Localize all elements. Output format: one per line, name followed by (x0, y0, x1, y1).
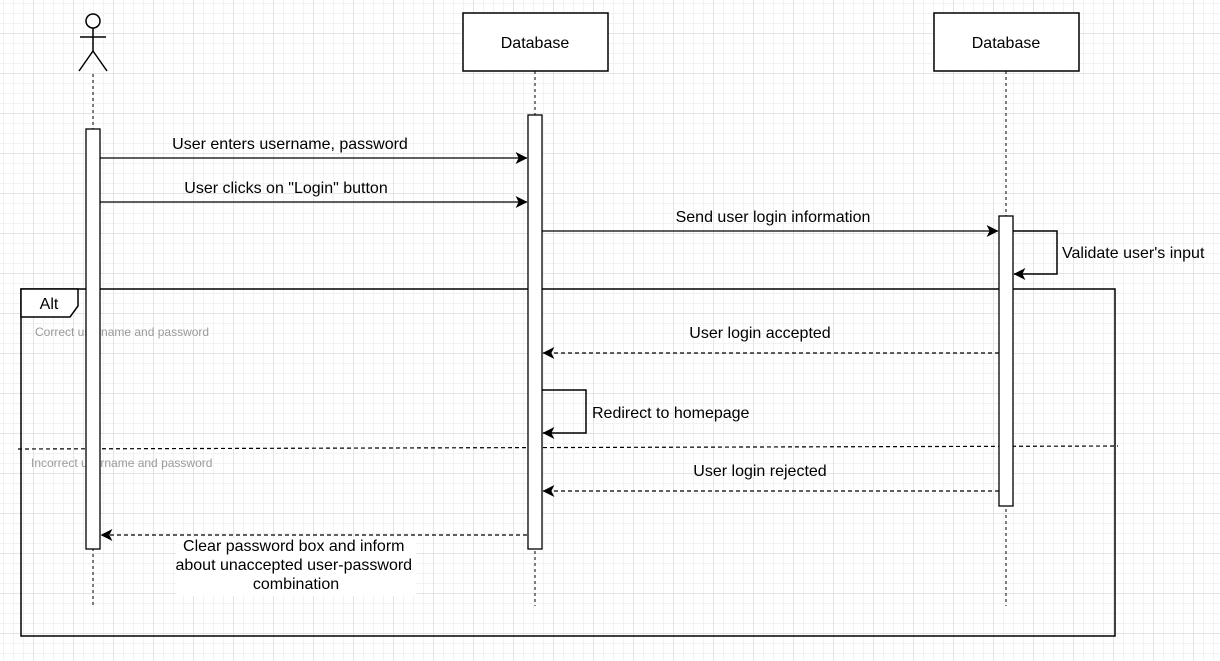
message-label-enter-credentials: User enters username, password (172, 136, 408, 153)
actor-left-leg (78, 50, 94, 72)
alt-frame-label: Alt (40, 296, 59, 313)
message-label-clear-password-line-3: combination (253, 576, 339, 593)
participant-box-database-2[interactable] (933, 12, 1080, 72)
activation-bar-database-1 (527, 114, 543, 550)
message-arrow-redirect-homepage (542, 389, 587, 439)
actor-right-leg (92, 50, 108, 72)
alt-divider (17, 445, 1119, 450)
message-label-redirect-homepage: Redirect to homepage (592, 405, 750, 422)
alt-frame-tab (20, 288, 79, 318)
alt-guard-correct: Correct username and password (35, 325, 209, 339)
user-actor (78, 13, 108, 72)
message-label-clear-password-line-1: Clear password box and inform (183, 538, 404, 555)
actor-head (85, 13, 101, 29)
participant-box-database-1[interactable] (462, 12, 609, 72)
message-label-click-login: User clicks on "Login" button (184, 180, 387, 197)
message-label-validate-input: Validate user's input (1062, 245, 1205, 262)
alt-frame (20, 288, 1116, 637)
message-label-background (176, 538, 416, 596)
message-arrow-validate-input (1013, 230, 1058, 280)
participant-label-database-2: Database (972, 35, 1041, 52)
message-label-clear-password-line-2: about unaccepted user-password (175, 557, 412, 574)
message-label-login-rejected: User login rejected (693, 463, 826, 480)
message-label-clear-password: Clear password box and inform about unac… (175, 538, 416, 593)
activation-bar-actor (85, 128, 101, 550)
activation-bar-database-2 (998, 215, 1014, 507)
message-label-login-accepted: User login accepted (689, 325, 830, 342)
message-label-send-login-info: Send user login information (676, 209, 871, 226)
participant-label-database-1: Database (501, 35, 570, 52)
alt-guard-incorrect: Incorrect username and password (31, 456, 212, 470)
